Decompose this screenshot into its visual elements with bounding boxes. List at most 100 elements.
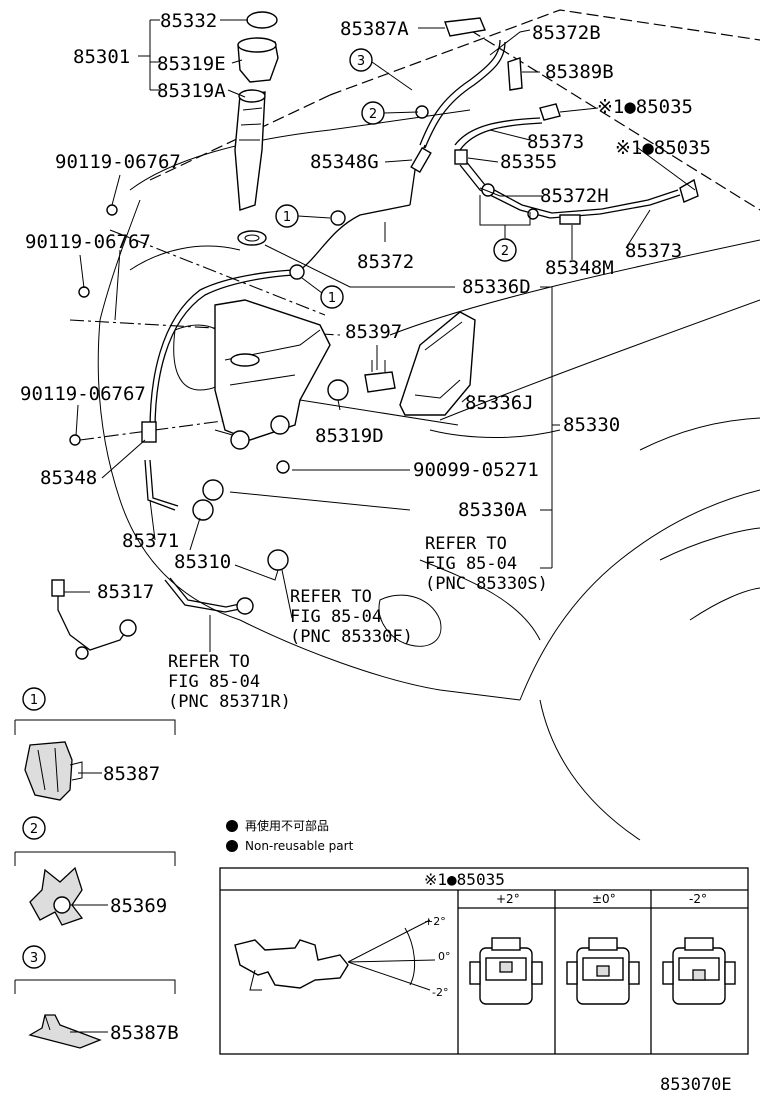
bracket-85336J xyxy=(399,311,476,416)
label-85387A: 85387A xyxy=(340,18,409,40)
nozzle-front-plus2 xyxy=(469,937,543,1005)
refer-3-line3: (PNC 85371R) xyxy=(168,692,291,712)
label-90099-05271: 90099-05271 xyxy=(413,459,539,481)
label-85369: 85369 xyxy=(110,895,167,917)
bolt-90119-c xyxy=(69,434,81,446)
cap-85319E xyxy=(237,37,279,83)
joint-85348G xyxy=(410,147,432,173)
grommet-tank-2 xyxy=(230,430,250,450)
part-labels: 85332 85301 85319E 85319A 85387A 85372B … xyxy=(20,10,711,603)
label-85336J: 85336J xyxy=(465,392,534,414)
legend: 再使用不可部品 Non-reusable part xyxy=(226,818,354,853)
label-85330: 85330 xyxy=(563,414,620,436)
refer-1-line2: FIG 85-04 xyxy=(425,554,517,574)
label-85372: 85372 xyxy=(357,251,414,273)
sensor-85317 xyxy=(51,579,137,660)
legend-jp: 再使用不可部品 xyxy=(245,818,329,833)
nozzle-85035-right xyxy=(679,178,699,203)
filler-neck xyxy=(234,89,266,211)
svg-text:3: 3 xyxy=(30,951,38,966)
clip-85387A xyxy=(444,17,486,37)
label-85319D: 85319D xyxy=(315,425,384,447)
col-zero: ±0° xyxy=(592,892,616,906)
detail-3: 3 85387B xyxy=(14,945,179,1049)
grommet-85330F xyxy=(267,549,289,571)
label-90119-a: 90119-06767 xyxy=(55,151,181,173)
detail-1: 1 85387 xyxy=(14,687,176,801)
bolt-90119-b xyxy=(78,286,90,298)
label-85035-b: ※1●85035 xyxy=(615,137,711,159)
label-85355: 85355 xyxy=(500,151,557,173)
svg-text:2: 2 xyxy=(501,244,509,259)
label-85301: 85301 xyxy=(73,46,130,68)
detail-2: 2 85369 xyxy=(14,816,176,926)
label-85330A: 85330A xyxy=(458,499,527,521)
check-valve-85355 xyxy=(454,149,468,165)
refer-2-line1: REFER TO xyxy=(290,587,372,607)
refer-notes: REFER TO FIG 85-04 (PNC 85330S) REFER TO… xyxy=(168,534,548,712)
refer-1-line3: (PNC 85330S) xyxy=(425,574,548,594)
clamp-85389B xyxy=(507,57,523,91)
callouts-main: 3 2 1 1 2 xyxy=(275,48,517,309)
legend-en: Non-reusable part xyxy=(245,839,354,853)
label-85336D: 85336D xyxy=(462,276,531,298)
label-85310: 85310 xyxy=(174,551,231,573)
angle-plus2: +2° xyxy=(424,915,446,928)
label-85387B: 85387B xyxy=(110,1022,179,1044)
nozzle-adjust-inset: ※1●85035 +2° ±0° -2° +2° 0° -2° xyxy=(219,867,749,1055)
label-85373-b: 85373 xyxy=(625,240,682,262)
angle-minus2: -2° xyxy=(432,986,448,999)
label-85373-a: 85373 xyxy=(527,131,584,153)
label-85397: 85397 xyxy=(345,321,402,343)
label-90119-c: 90119-06767 xyxy=(20,383,146,405)
refer-1-line1: REFER TO xyxy=(425,534,507,554)
joint-85348M xyxy=(559,214,581,225)
svg-text:1: 1 xyxy=(30,693,38,708)
refer-2-line3: (PNC 85330F) xyxy=(290,627,413,647)
refer-3-line2: FIG 85-04 xyxy=(168,672,260,692)
label-90119-b: 90119-06767 xyxy=(25,231,151,253)
label-85372B: 85372B xyxy=(532,22,601,44)
cap-85332 xyxy=(246,11,278,29)
grommet-85330A xyxy=(202,479,224,501)
svg-text:1: 1 xyxy=(328,291,336,306)
bolt-90119-a xyxy=(106,204,118,216)
svg-text:2: 2 xyxy=(30,822,38,837)
clamp-1b xyxy=(289,264,305,280)
angle-zero: 0° xyxy=(438,950,451,963)
bolt-90099 xyxy=(276,460,290,474)
joint-85348 xyxy=(141,421,157,443)
refer-3-line1: REFER TO xyxy=(168,652,250,672)
svg-text:2: 2 xyxy=(369,107,377,122)
pump-85397 xyxy=(364,360,396,393)
nozzle-front-zero xyxy=(566,937,640,1005)
label-85371: 85371 xyxy=(122,530,179,552)
grommet xyxy=(237,230,267,246)
clamp-1a xyxy=(330,210,346,226)
svg-text:1: 1 xyxy=(283,210,291,225)
label-85348M: 85348M xyxy=(545,257,614,279)
label-85348G: 85348G xyxy=(310,151,379,173)
body-outline xyxy=(69,9,760,841)
nozzle-85035-left xyxy=(539,103,561,121)
motor-rear xyxy=(236,597,254,615)
nozzle-front-minus2 xyxy=(662,937,736,1005)
svg-text:3: 3 xyxy=(357,54,365,69)
label-85317: 85317 xyxy=(97,581,154,603)
label-85319A: 85319A xyxy=(157,80,226,102)
label-85035-a: ※1●85035 xyxy=(597,96,693,118)
col-plus2: +2° xyxy=(496,892,520,906)
label-85389B: 85389B xyxy=(545,61,614,83)
motor-85310 xyxy=(192,499,214,521)
inset-title: ※1●85035 xyxy=(424,870,505,889)
label-85319E: 85319E xyxy=(157,53,226,75)
label-85372H: 85372H xyxy=(540,185,609,207)
leader-lines xyxy=(64,19,696,652)
grommet-85319D xyxy=(327,379,349,401)
refer-2-line2: FIG 85-04 xyxy=(290,607,382,627)
label-85348: 85348 xyxy=(40,467,97,489)
label-85332: 85332 xyxy=(160,10,217,32)
grommet-tank xyxy=(270,415,290,435)
